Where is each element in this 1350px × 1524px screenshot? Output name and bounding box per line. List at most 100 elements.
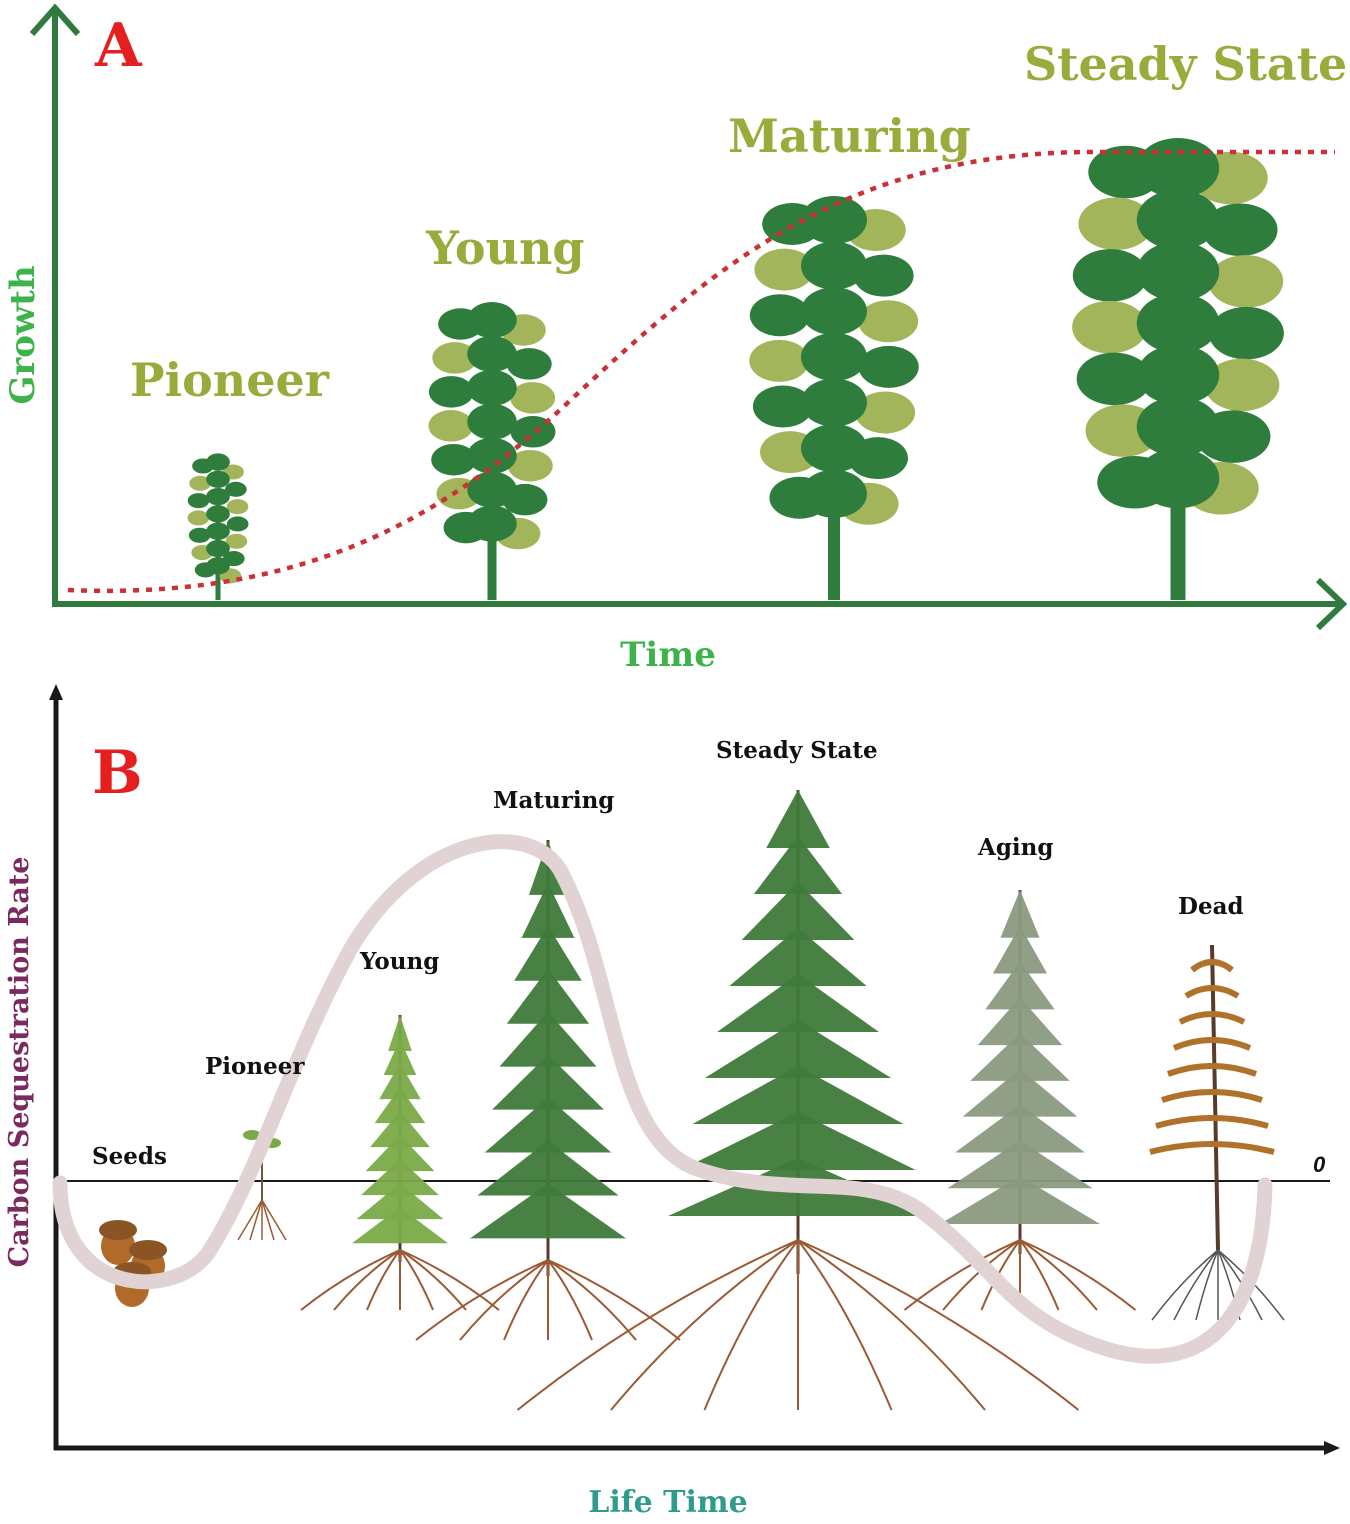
tree-maturing: [415, 840, 681, 1341]
tree-foliage: [1136, 293, 1220, 354]
tree-foliage: [1208, 255, 1284, 308]
tree-foliage: [467, 369, 517, 406]
stage-label-pioneer: Pioneer: [130, 353, 330, 407]
stage-label-young-b: Young: [359, 948, 439, 975]
tree-foliage: [858, 300, 919, 343]
tree-tier: [947, 1140, 1093, 1189]
tree-foliage: [801, 196, 867, 244]
tree-foliage: [752, 385, 813, 428]
panel-a-trees: [187, 138, 1284, 600]
growth-curve: [67, 149, 1335, 594]
panel-a: A Pioneer Young Maturing Steady State Ti…: [3, 3, 1348, 675]
tree-root: [547, 1259, 593, 1341]
tree-foliage: [187, 510, 210, 526]
tree-young: [300, 1015, 500, 1311]
tree-foliage: [226, 516, 249, 532]
tree-foliage: [431, 443, 477, 476]
acorn-cap: [99, 1220, 137, 1240]
tree-foliage: [1076, 352, 1152, 406]
panel-b-trees: [99, 790, 1285, 1411]
time-axis-arrow: [1315, 577, 1348, 631]
tree-root: [1173, 1249, 1219, 1321]
tree-tier: [940, 1176, 1100, 1224]
tree-root: [503, 1259, 549, 1341]
tree-foliage: [1072, 300, 1148, 354]
tree-root: [903, 1239, 1021, 1311]
tree-tier: [383, 1039, 417, 1076]
tree-foliage: [467, 471, 517, 508]
tree-foliage: [1208, 306, 1284, 360]
tree-tier: [977, 997, 1063, 1046]
tree-tier: [374, 1087, 426, 1124]
tree-tier: [352, 1207, 448, 1244]
tree-foliage: [506, 348, 552, 380]
sprout-leaf: [243, 1130, 261, 1140]
panel-a-x-axis-label: Time: [620, 635, 716, 675]
tree-root: [1151, 1249, 1219, 1321]
sprout-root: [261, 1199, 275, 1241]
tree-root: [610, 1239, 799, 1411]
tree-root: [1195, 1249, 1219, 1321]
tree-foliage: [206, 487, 230, 506]
tree-foliage: [1072, 249, 1148, 302]
panel-b-letter: B: [92, 738, 143, 808]
tree-foliage: [749, 294, 810, 337]
tree-foliage: [188, 527, 211, 543]
tree-root: [980, 1239, 1021, 1311]
dead-branch: [1178, 1011, 1246, 1025]
stage-label-steady-state: Steady State: [1024, 37, 1347, 91]
tree-foliage: [206, 470, 230, 488]
tree-foliage: [226, 499, 249, 515]
tree-root: [415, 1259, 549, 1341]
tree-root: [1019, 1239, 1098, 1311]
tree-foliage: [801, 332, 867, 381]
tree-foliage: [1202, 203, 1278, 256]
tree-tier: [379, 1063, 421, 1100]
tree-foliage: [189, 475, 211, 491]
tree-foliage: [801, 469, 867, 518]
tree-foliage: [1136, 448, 1220, 509]
tree-tier: [484, 1097, 612, 1153]
tree-foliage: [225, 481, 247, 497]
rate-axis-arrow: [49, 684, 63, 700]
tree-foliage: [1136, 396, 1220, 457]
tree-foliage: [1078, 197, 1154, 250]
panel-a-y-axis-label: Growth: [3, 265, 43, 404]
tree-tier: [992, 925, 1048, 974]
tree-root: [366, 1249, 401, 1311]
zero-label: 0: [1313, 1152, 1326, 1177]
tree-dead: [1149, 944, 1285, 1321]
rate-curve: [52, 834, 1273, 1364]
tree-foliage: [1136, 344, 1220, 405]
tree-tier: [356, 1183, 444, 1220]
tree-tier: [477, 1140, 619, 1196]
tree-foliage: [225, 533, 248, 549]
tree-tier: [361, 1159, 439, 1196]
stage-label-maturing: Maturing: [728, 109, 971, 163]
growth-axis-arrow: [29, 3, 81, 36]
tree-tier: [365, 1135, 435, 1172]
tree-foliage: [206, 522, 230, 540]
tree-root: [547, 1259, 681, 1341]
tree-root: [516, 1239, 799, 1411]
dead-branch: [1149, 1141, 1275, 1155]
tree-pioneer: [187, 453, 249, 600]
sprout-root: [249, 1199, 263, 1241]
tree-tier: [741, 882, 855, 940]
stage-label-dead: Dead: [1178, 893, 1244, 920]
tree-tier: [753, 836, 843, 894]
tree-steady-state: [516, 790, 1080, 1411]
panel-b-x-axis-label: Life Time: [588, 1485, 747, 1520]
tree-foliage: [467, 302, 517, 338]
tree-foliage: [187, 493, 210, 509]
tree-root: [1019, 1239, 1060, 1311]
tree-tier: [766, 790, 830, 848]
tree-tier: [962, 1068, 1078, 1117]
tree-foliage: [858, 345, 919, 388]
panel-b: B Seeds Pioneer Young Maturing Steady St…: [4, 684, 1340, 1520]
tree-tier: [729, 928, 867, 986]
tree-foliage: [1136, 241, 1220, 302]
stage-label-seeds: Seeds: [92, 1143, 167, 1170]
tree-tier: [692, 1066, 904, 1124]
acorn-cap: [129, 1240, 167, 1260]
